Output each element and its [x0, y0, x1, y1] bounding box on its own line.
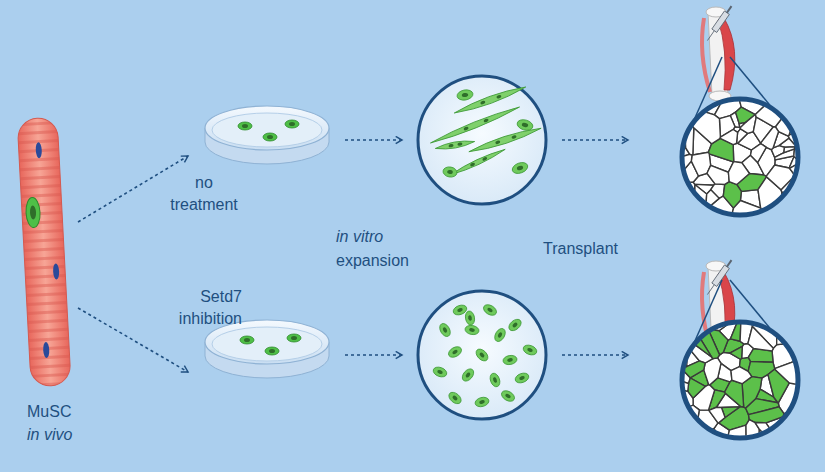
- text-label: in vitro: [336, 226, 436, 248]
- dish-cells: [238, 120, 301, 355]
- petri-dish-bottom: [205, 320, 329, 378]
- leg-top: [702, 4, 735, 101]
- round-cells: [432, 303, 538, 409]
- muscle-section-top: [676, 57, 804, 221]
- text-label: Setd7 inhibition: [166, 286, 242, 330]
- text-label: expansion: [336, 250, 436, 272]
- petri-dish-top: [205, 106, 329, 164]
- text-label: Transplant: [543, 238, 653, 260]
- muscle-fiber: [17, 117, 71, 387]
- myotubes: [429, 84, 542, 178]
- expansion-circle-bottom: [418, 291, 546, 419]
- muscle-section-bottom: [676, 280, 804, 444]
- text-label: in vivo: [27, 424, 107, 446]
- text-label: MuSC: [27, 401, 107, 423]
- expansion-circle-top: [418, 76, 546, 204]
- text-label: no treatment: [168, 172, 240, 216]
